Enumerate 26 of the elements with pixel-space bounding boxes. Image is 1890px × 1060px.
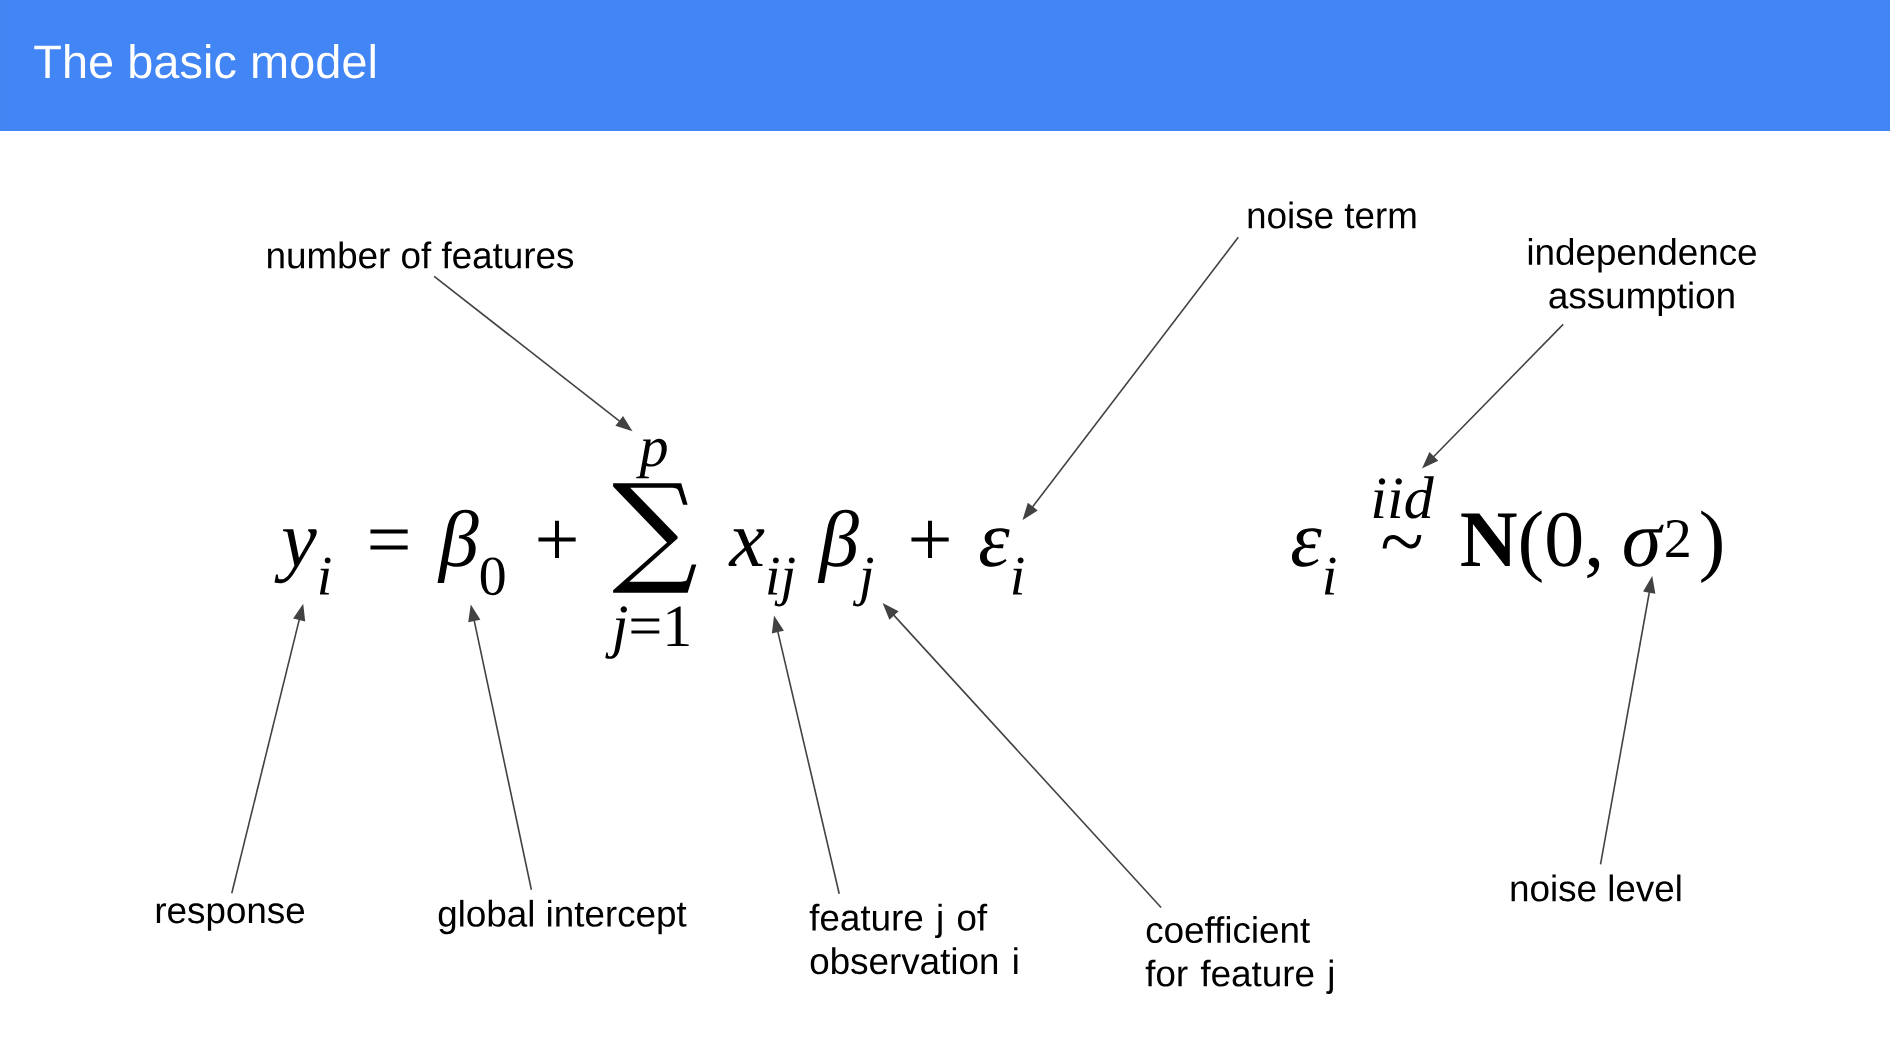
math-operator: +	[911, 520, 949, 559]
formula-term: β$_{j}$	[817, 509, 874, 607]
summation-limit: j=1	[605, 606, 689, 659]
annotation-text: feature j of observation i	[809, 903, 1018, 975]
annotation-text: noise term	[1248, 201, 1416, 229]
annotation-text: coefficient for feature j	[1145, 916, 1333, 994]
math-operator: ~	[1382, 534, 1422, 549]
formula-term: N(0,	[1461, 510, 1600, 584]
summation-sign: ∑	[613, 483, 697, 593]
math-operator: +	[538, 520, 576, 559]
formula-term: σ$^{2}$	[1624, 519, 1689, 567]
annotation-text: number of features	[268, 241, 574, 269]
formula-term: β$_{0}$	[437, 509, 505, 596]
annotation-text: response	[156, 903, 305, 931]
annotation-text: global intercept	[438, 899, 687, 935]
formula-term: p	[636, 438, 667, 479]
annotation-text: noise level	[1511, 874, 1681, 902]
header-bar: The basic model	[0, 0, 1890, 131]
formula-term: ε$_{i}$	[1291, 528, 1336, 595]
math-operator: =	[370, 529, 408, 550]
parenthesis: )	[1701, 510, 1722, 584]
formula-term: x$_{ij}$	[728, 529, 795, 607]
formula-term: ε$_{i}$	[979, 528, 1024, 595]
formula-term: iid	[1373, 476, 1434, 519]
formula-term: y$_{i}$	[274, 529, 331, 595]
annotation-text: independence assumption	[1528, 238, 1756, 316]
